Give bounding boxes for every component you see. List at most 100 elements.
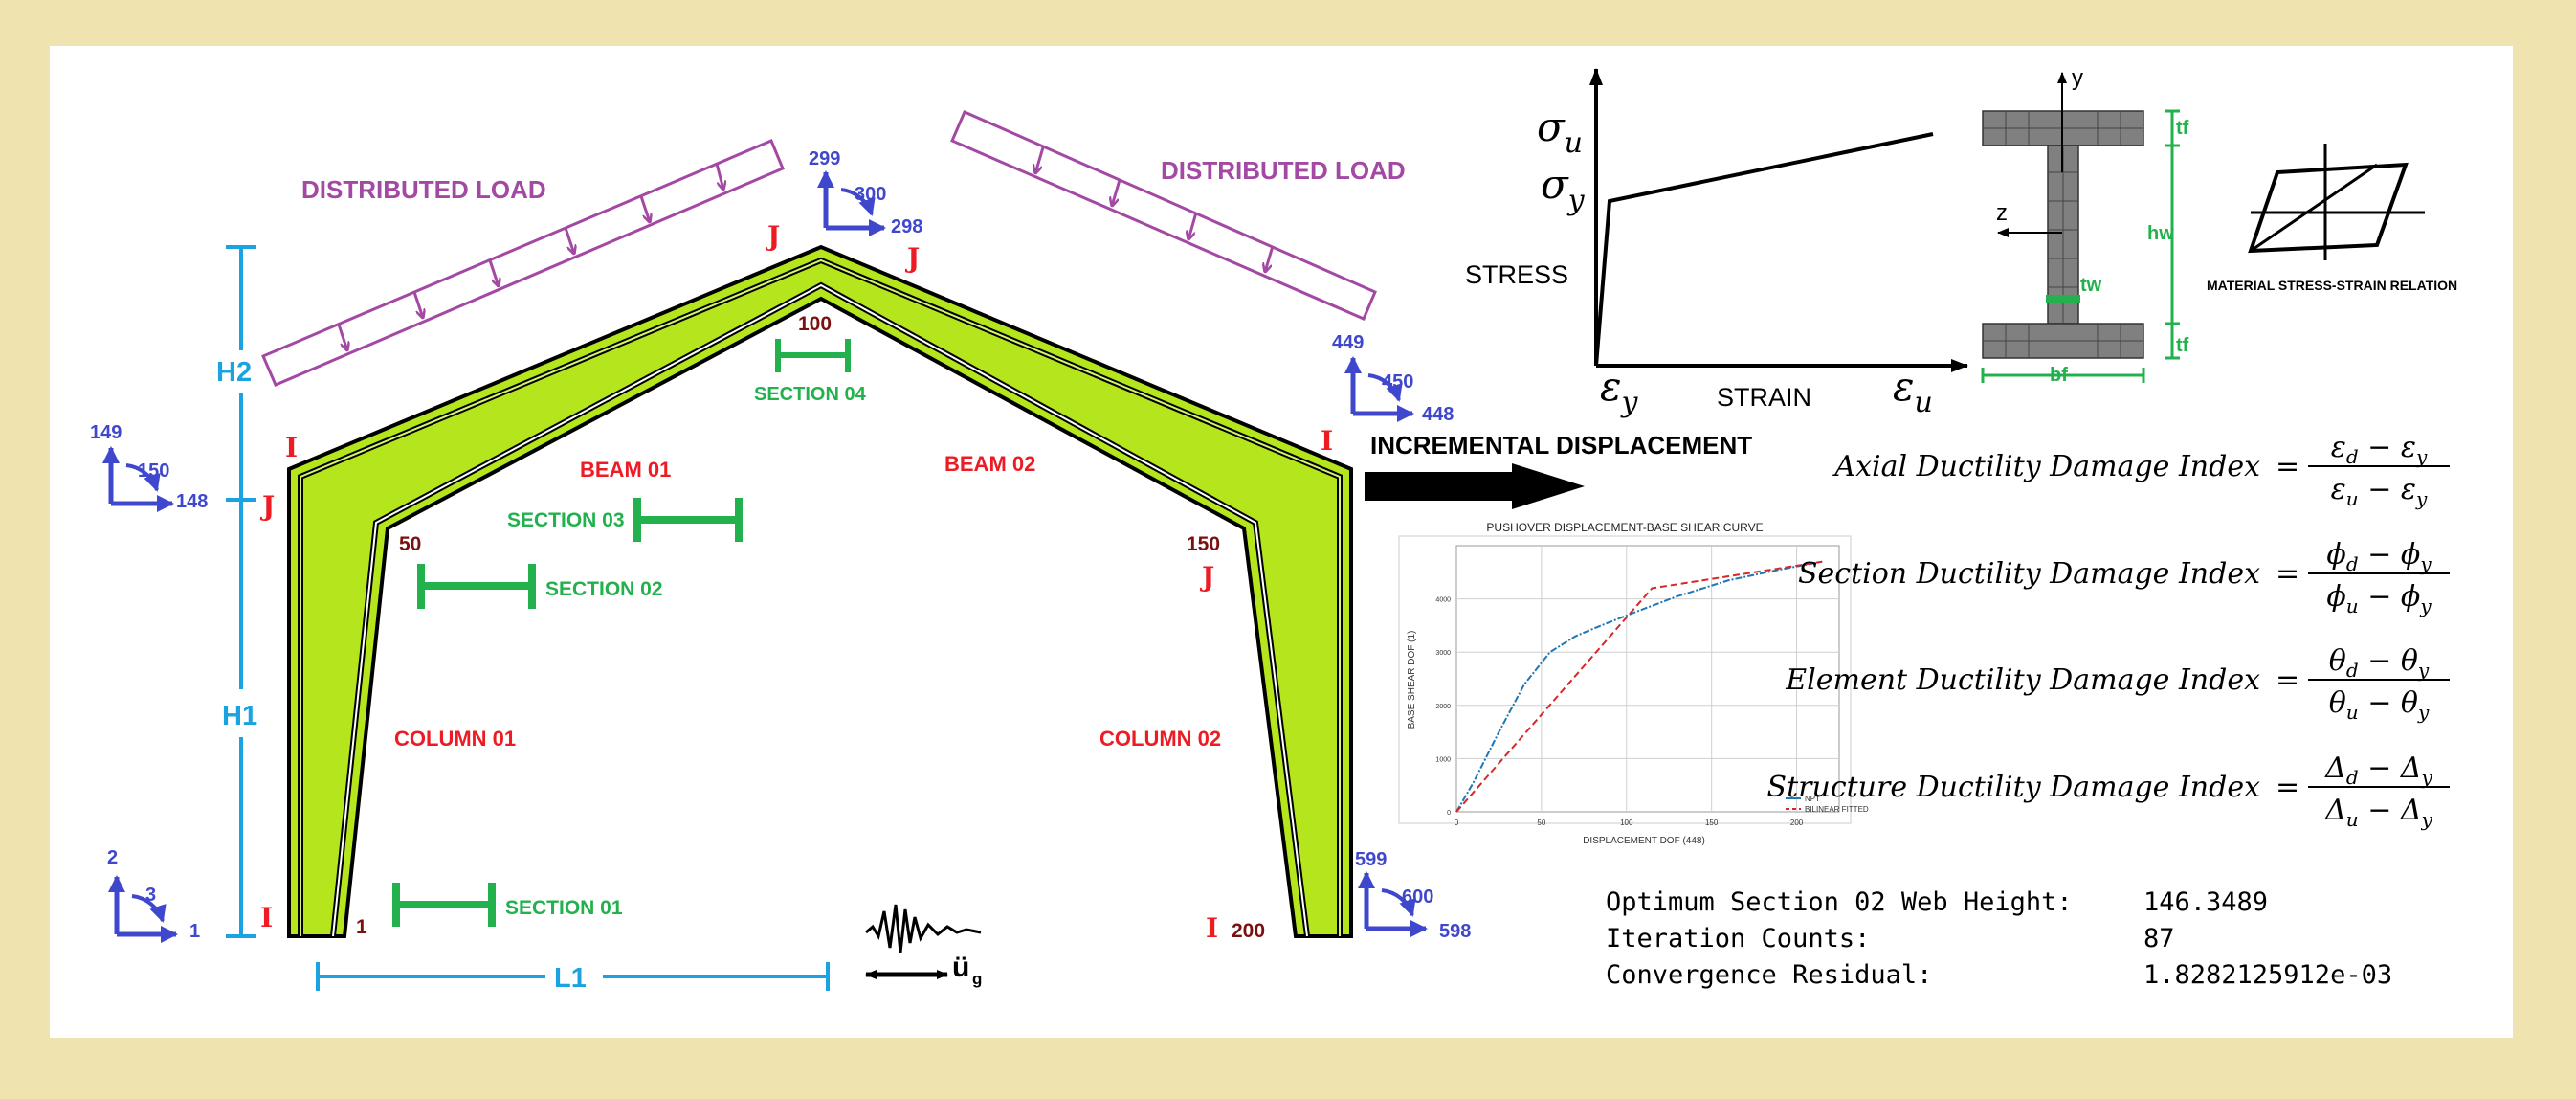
legend-series-0: NPT [1805,795,1820,803]
equation-1-lhs: Axial Ductility Damage Index [1832,450,2260,483]
section-01-marker [392,883,496,927]
dim-tf-top: tf [2176,118,2189,139]
dof-600-label: 600 [1402,886,1433,908]
pushover-xtick-label: 0 [1455,819,1459,827]
equation-1-equals: = [2276,450,2299,483]
stress-strain-graph: σu σy STRESS εy STRAIN εu [1465,68,1968,419]
distributed-load-right [950,110,1377,321]
equation-3-numerator: θd − θy [2329,644,2430,682]
beam-02-label: BEAM 02 [944,452,1035,476]
span-dimension [316,962,830,991]
result-label-iterations: Iteration Counts: [1606,924,1870,953]
node-1: 1 [356,916,367,938]
pushover-xtick-label: 200 [1790,819,1804,827]
equation-3-equals: = [2276,663,2299,697]
dof-149-label: 149 [90,422,122,443]
section-02-marker [417,564,536,609]
results-block: Optimum Section 02 Web Height: 146.3489 … [1606,887,2392,990]
pushover-ytick-label: 2000 [1435,704,1451,710]
equation-2-equals: = [2276,557,2299,591]
beam-01-label: BEAM 01 [580,458,671,482]
dof-base-right: 599 600 598 [1355,849,1471,942]
pushover-legend: NPT BILINEAR FITTED [1786,795,1869,814]
dof-300-label: 300 [855,184,886,205]
dof-598-label: 598 [1439,921,1471,942]
pushover-ytick-label: 3000 [1435,650,1451,657]
stress-axis-label: STRESS [1465,260,1568,289]
end-marker-j-eave-right: J [1199,561,1214,593]
pushover-series-npt [1455,560,1823,813]
dof-299-label: 299 [809,148,840,169]
stress-strain-curve [1594,132,1934,367]
dof-450-label: 450 [1382,371,1413,392]
i-section-diagram: y z tf hw tw tf bf [1981,65,2189,386]
sigma-u-symbol: σu [1537,103,1583,160]
equation-3-denominator: θu − θy [2329,686,2430,724]
node-150: 150 [1187,533,1220,555]
distributed-load-right-label: DISTRIBUTED LOAD [1161,156,1406,185]
end-marker-j-apex-right: J [904,242,920,274]
end-marker-i-base-left: I [260,902,273,933]
dof-base-left: 2 3 1 [107,847,200,943]
ground-motion-icon: ü g [865,904,982,988]
section-axis-y: y [2072,65,2083,91]
epsilon-u-symbol: εu [1893,363,1933,419]
sigma-y-symbol: σy [1541,161,1586,217]
pushover-xtick-label: 50 [1537,819,1545,827]
section-01-label: SECTION 01 [505,897,623,919]
dof-448-label: 448 [1422,404,1454,425]
dof-apex: 299 300 298 [809,148,922,237]
end-marker-j-eave-left: J [259,490,275,522]
dof-150-label: 150 [138,460,169,482]
equation-4-numerator: Δd − Δy [2324,751,2432,789]
section-04-marker [775,339,851,372]
dimension-l1: L1 [554,963,587,994]
dimension-h1: H1 [222,701,257,731]
incremental-displacement-arrow [1365,463,1585,509]
column-01-label: COLUMN 01 [394,727,516,751]
section-03-marker [633,498,743,542]
end-marker-i-base-right: I [1206,912,1218,944]
frame-body [287,244,1353,938]
dof-eave-left: 149 150 148 [90,422,208,512]
node-100: 100 [798,313,832,335]
dim-tw: tw [2080,275,2102,296]
result-value-iterations: 87 [2143,924,2175,953]
pushover-plot-area [1455,545,1840,813]
dof-449-label: 449 [1332,332,1364,353]
frame-centerline-outer-hl [300,258,1341,936]
section-03-label: SECTION 03 [507,509,625,531]
equation-4-lhs: Structure Ductility Damage Index [1767,771,2261,804]
result-value-residual: 1.8282125912e-03 [2143,960,2392,990]
equation-1-numerator: εd − εy [2331,431,2428,468]
equation-4-denominator: Δu − Δy [2324,794,2432,831]
strain-axis-label: STRAIN [1717,383,1811,412]
dof-599-label: 599 [1355,849,1387,870]
dof-1-label: 1 [189,921,200,942]
material-relation-label: MATERIAL STRESS-STRAIN RELATION [2207,278,2457,293]
pushover-chart-title: PUSHOVER DISPLACEMENT-BASE SHEAR CURVE [1486,521,1763,534]
distributed-load-left [261,139,785,387]
end-marker-j-apex-left: J [765,220,780,252]
dof-148-label: 148 [176,491,208,512]
dimension-h2: H2 [216,357,252,388]
column-02-label: COLUMN 02 [1099,727,1221,751]
node-50: 50 [399,533,421,555]
hysteresis-icon [2248,144,2425,260]
pushover-xlabel: DISPLACEMENT DOF (448) [1583,836,1705,846]
ground-motion-subscript: g [972,970,982,988]
pushover-chart: PUSHOVER DISPLACEMENT-BASE SHEAR CURVE 0… [1398,521,1869,846]
result-value-web-height: 146.3489 [2143,887,2268,917]
dof-298-label: 298 [891,216,922,237]
ground-motion-symbol: ü [952,952,969,983]
portal-frame [287,244,1353,938]
dim-bf: bf [2050,365,2068,386]
pushover-ytick-label: 4000 [1435,597,1451,604]
end-marker-i-eave-right: I [1321,425,1333,457]
frame-inner-edge-hl [332,283,1308,937]
pushover-xtick-label: 100 [1620,819,1633,827]
section-02-label: SECTION 02 [545,578,663,600]
equation-2-lhs: Section Ductility Damage Index [1798,557,2260,591]
